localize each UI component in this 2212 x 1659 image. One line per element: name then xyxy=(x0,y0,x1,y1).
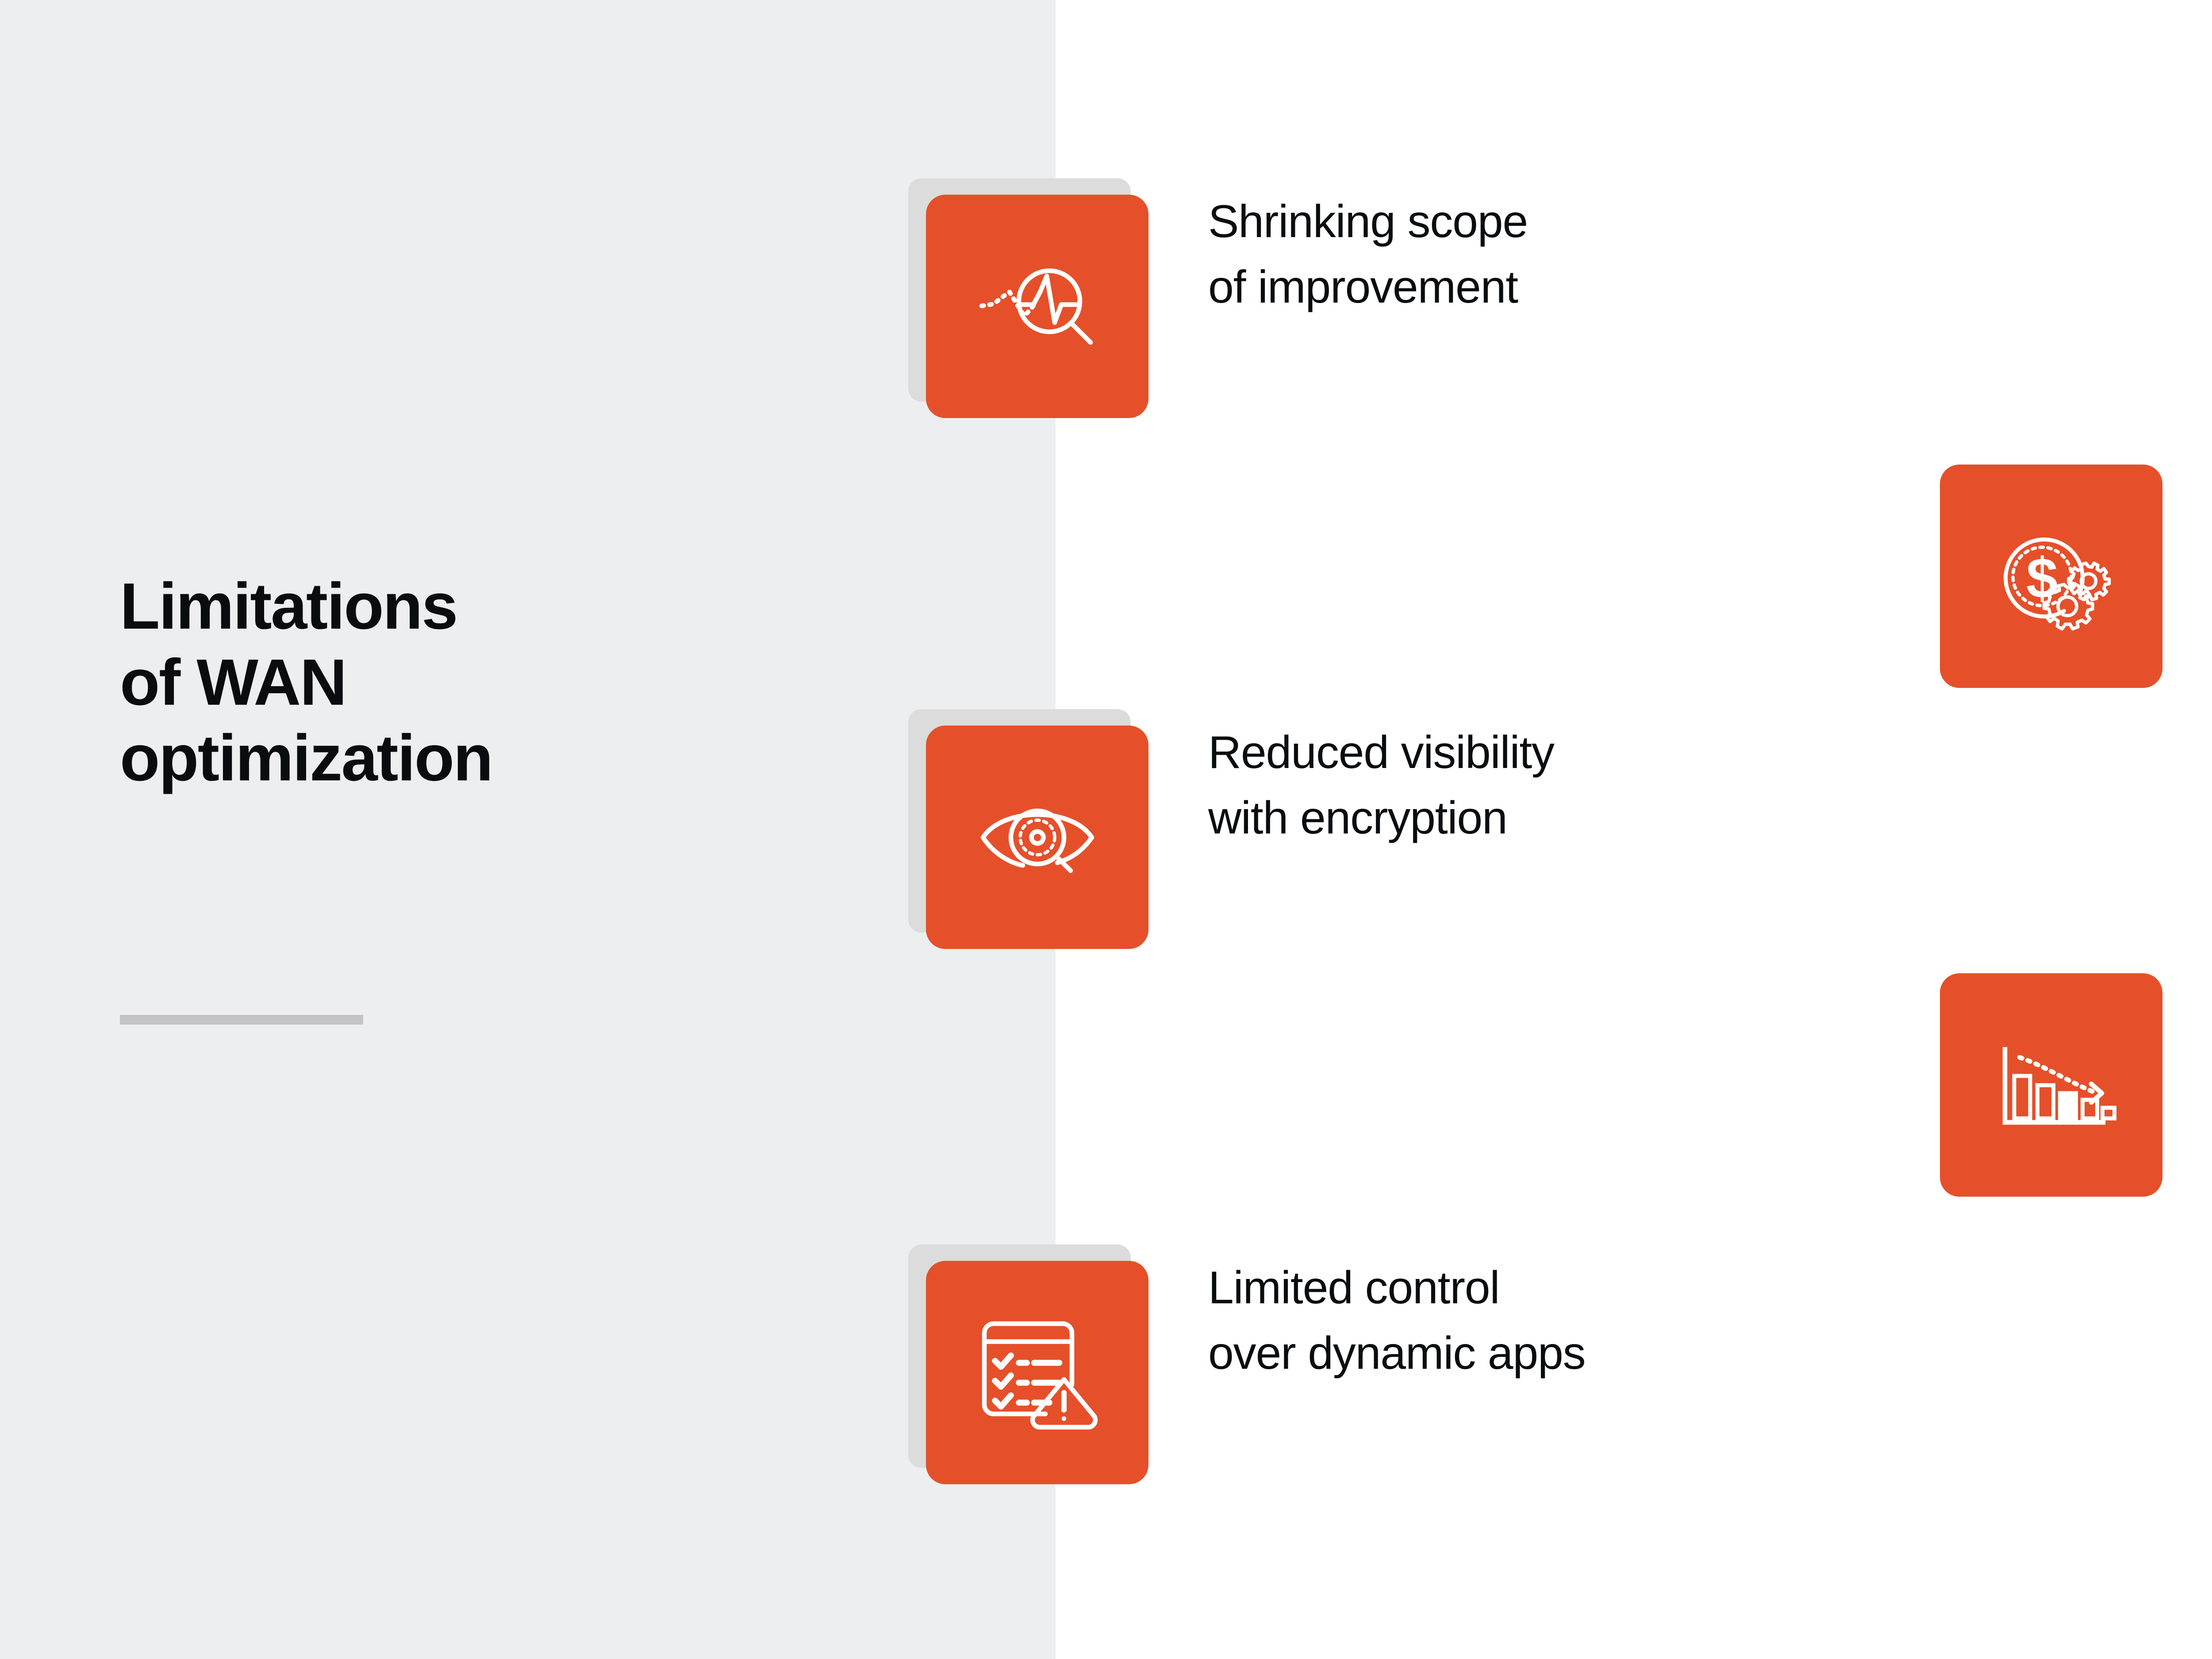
list-item-label: Shrinking scope of improvement xyxy=(1208,196,1528,313)
list-item-diminishing-returns: Diminishing returns with modern SD-WAN &… xyxy=(1940,973,2212,1197)
title-line-2: of WAN xyxy=(120,645,347,719)
icon-tile-wrapper xyxy=(908,1244,1148,1484)
right-panel-background xyxy=(1056,0,2212,1659)
icon-tile: $ xyxy=(1940,465,2162,688)
page-title: Limitations of WAN optimization xyxy=(120,568,960,796)
icon-tile xyxy=(926,726,1148,949)
title-line-1: Limitations xyxy=(120,570,458,643)
title-divider-rule xyxy=(120,1015,363,1025)
declining-bar-chart-arrow-icon xyxy=(2002,1047,2116,1125)
icon-tile-wrapper: $ xyxy=(1940,465,2162,688)
list-item-label: Reduced visibility with encryption xyxy=(1208,727,1555,844)
icon-tile-wrapper xyxy=(908,709,1148,949)
magnifier-pulse-chart-icon xyxy=(979,268,1093,345)
list-item-reduced-visibility: Reduced visibility with encryption xyxy=(908,709,1555,949)
checklist-warning-icon xyxy=(982,1321,1098,1429)
list-item-processing-overhead: $ Processing overhead xyxy=(1940,465,2212,688)
svg-text:$: $ xyxy=(2026,546,2058,610)
list-item-label: Limited control over dynamic apps xyxy=(1208,1262,1586,1379)
icon-tile-wrapper xyxy=(1940,973,2162,1197)
eye-magnifier-icon xyxy=(980,808,1094,873)
list-item-shrinking-scope: Shrinking scope of improvement xyxy=(908,178,1528,418)
dollar-coin-gears-icon: $ xyxy=(2003,537,2111,630)
left-panel-background xyxy=(0,0,1056,1659)
list-item-limited-control: Limited control over dynamic apps xyxy=(908,1244,1586,1484)
icon-tile xyxy=(926,1261,1148,1484)
title-line-3: optimization xyxy=(120,722,493,795)
icon-tile xyxy=(1940,973,2162,1197)
icon-tile xyxy=(926,195,1148,418)
icon-tile-wrapper xyxy=(908,178,1148,418)
